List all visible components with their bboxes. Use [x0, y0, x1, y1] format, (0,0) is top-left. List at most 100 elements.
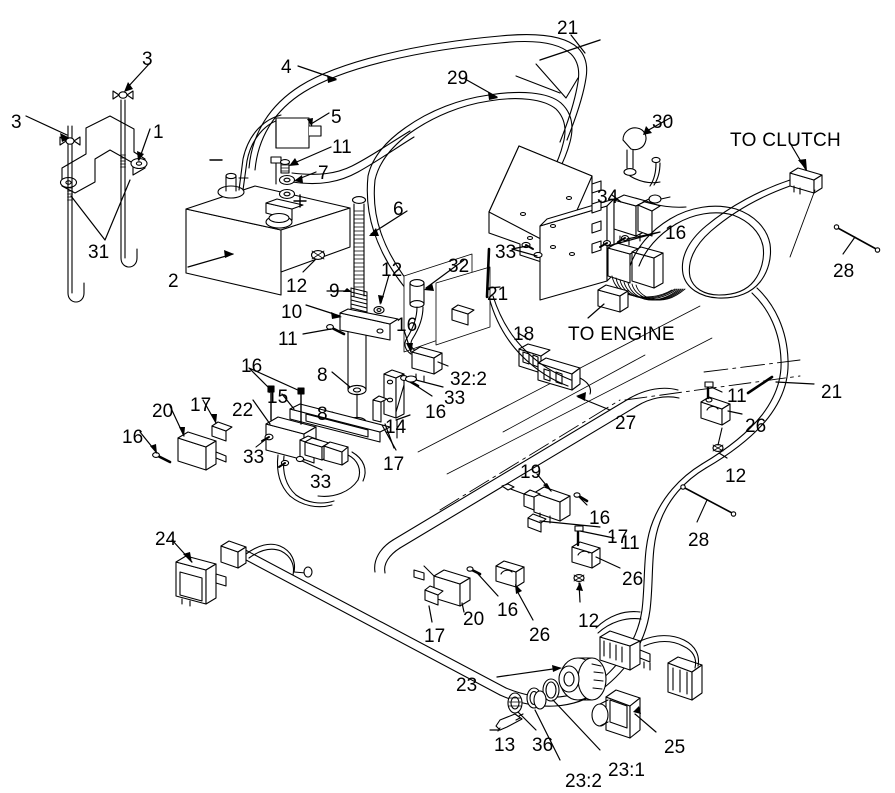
- part-callout-c-18: 18: [513, 324, 535, 345]
- group-left-mid-cluster: [139, 367, 397, 508]
- part-callout-c-36: 36: [532, 735, 554, 756]
- part-callout-c-11c: 11: [620, 533, 640, 554]
- part-callout-c-4: 4: [281, 57, 292, 78]
- part-callout-c-11d: 11: [727, 386, 747, 407]
- part-callout-c-27: 27: [615, 413, 637, 434]
- inline-connector-c: [323, 441, 349, 466]
- ignition-harness: [595, 611, 703, 701]
- nut-12-b: [373, 306, 385, 314]
- group-lower-mid-cluster: [413, 560, 534, 623]
- part-callout-c-12c: 12: [578, 611, 600, 632]
- part-callout-c-16g: 16: [665, 223, 687, 244]
- connector-24-lead: [220, 540, 247, 569]
- group-pin-21-center: [485, 247, 501, 299]
- relay-34: [613, 194, 661, 246]
- part-callout-c-16c: 16: [241, 356, 263, 377]
- connector-block: [607, 242, 664, 289]
- part-callout-c-1: 1: [153, 122, 164, 143]
- part-callout-c-26c: 26: [745, 416, 767, 437]
- part-callout-c-16a: 16: [396, 315, 418, 336]
- part-callout-c-19: 19: [520, 462, 542, 483]
- part-callout-c-21c: 21: [821, 382, 843, 403]
- group-module-24: [171, 539, 313, 607]
- part-callout-c-17b: 17: [383, 454, 405, 475]
- part-callout-c-26b: 26: [622, 569, 644, 590]
- group-clamp-right: [680, 375, 815, 523]
- part-callout-c-21a: 21: [557, 18, 579, 39]
- part-callout-c-16d: 16: [122, 427, 144, 448]
- part-callout-c-24: 24: [155, 529, 177, 550]
- part-callout-c-17a: 17: [190, 395, 212, 416]
- part-callout-c-3b: 3: [11, 112, 22, 133]
- group-battery-bracket: [25, 62, 151, 303]
- part-callout-c-12d: 12: [725, 466, 747, 487]
- group-to-clutch: [629, 142, 881, 299]
- nut-12-a: [310, 250, 326, 260]
- part-callout-c-17d: 17: [607, 527, 629, 548]
- part-callout-c-26a: 26: [529, 625, 551, 646]
- part-callout-c-31: 31: [88, 242, 110, 263]
- part-callout-c-12a: 12: [286, 276, 308, 297]
- part-callout-c-23: 23: [456, 675, 478, 696]
- part-callout-c-5: 5: [331, 107, 342, 128]
- part-callout-c-11a: 11: [332, 137, 352, 158]
- screw-16-panel-a: [599, 240, 612, 248]
- part-callout-c-22: 22: [232, 400, 254, 421]
- part-callout-c-23-2: 23:2: [565, 771, 602, 792]
- text-callout-to-clutch: TO CLUTCH: [730, 130, 842, 151]
- wingnut-right: [112, 90, 134, 100]
- part-callout-c-14: 14: [385, 417, 407, 438]
- group-battery: [185, 114, 415, 296]
- part-callout-c-28a: 28: [833, 261, 855, 282]
- part-callout-c-33b: 33: [243, 447, 265, 468]
- part-callout-c-33a: 33: [444, 388, 466, 409]
- text-callout-to-engine: TO ENGINE: [568, 324, 675, 345]
- part-callout-c-15: 15: [267, 387, 289, 408]
- part-callout-c-20a: 20: [152, 401, 174, 422]
- group-control-panel: [488, 145, 686, 319]
- part-callout-c-13: 13: [494, 735, 516, 756]
- screw-16-19: [573, 492, 589, 503]
- group-ignition: [489, 611, 703, 761]
- group-cylinder-assembly: [281, 196, 433, 449]
- group-sensor-32: [403, 253, 491, 388]
- group-part-30: [622, 117, 687, 208]
- group-clamp-lower-center: [571, 525, 621, 603]
- nut-12-d: [712, 444, 724, 452]
- engine-connector: [597, 284, 629, 313]
- part-callout-c-33c: 33: [310, 472, 332, 493]
- part-callout-c-16e: 16: [497, 600, 519, 621]
- screw-33-c: [261, 433, 274, 442]
- part-callout-c-9: 9: [329, 281, 340, 302]
- screw-16-left: [152, 452, 172, 464]
- part-callout-c-11b: 11: [278, 329, 298, 350]
- part-callout-c-28b: 28: [688, 530, 710, 551]
- washer-8-a: [347, 384, 367, 396]
- part-callout-c-6: 6: [393, 199, 404, 220]
- part-callout-c-8b: 8: [317, 404, 328, 425]
- screw-33-d: [278, 459, 290, 468]
- part-callout-c-23-1: 23:1: [608, 760, 645, 781]
- group-connector-19: [501, 473, 601, 533]
- part-callout-c-2: 2: [168, 271, 179, 292]
- group-solenoid: [275, 112, 332, 200]
- part-callout-c-17c: 17: [424, 626, 446, 647]
- part-callout-c-7: 7: [318, 163, 329, 184]
- part-callout-c-33d: 33: [495, 242, 517, 263]
- part-callout-c-8a: 8: [317, 365, 328, 386]
- part-callout-c-20b: 20: [463, 609, 485, 630]
- nut-12-c: [573, 574, 585, 582]
- screw-33-e: [295, 455, 305, 463]
- part-callout-c-29: 29: [447, 68, 469, 89]
- part-callout-c-30: 30: [652, 112, 674, 133]
- part-callout-c-12b: 12: [381, 260, 403, 281]
- part-callout-c-21b: 21: [487, 284, 509, 305]
- part-callout-c-16f: 16: [589, 508, 611, 529]
- part-callout-c-25: 25: [664, 737, 686, 758]
- part-callout-c-32-2: 32:2: [450, 369, 487, 390]
- screw-16-lowermid: [466, 566, 482, 576]
- part-callout-c-32: 32: [448, 256, 470, 277]
- part-callout-c-16b: 16: [425, 402, 447, 423]
